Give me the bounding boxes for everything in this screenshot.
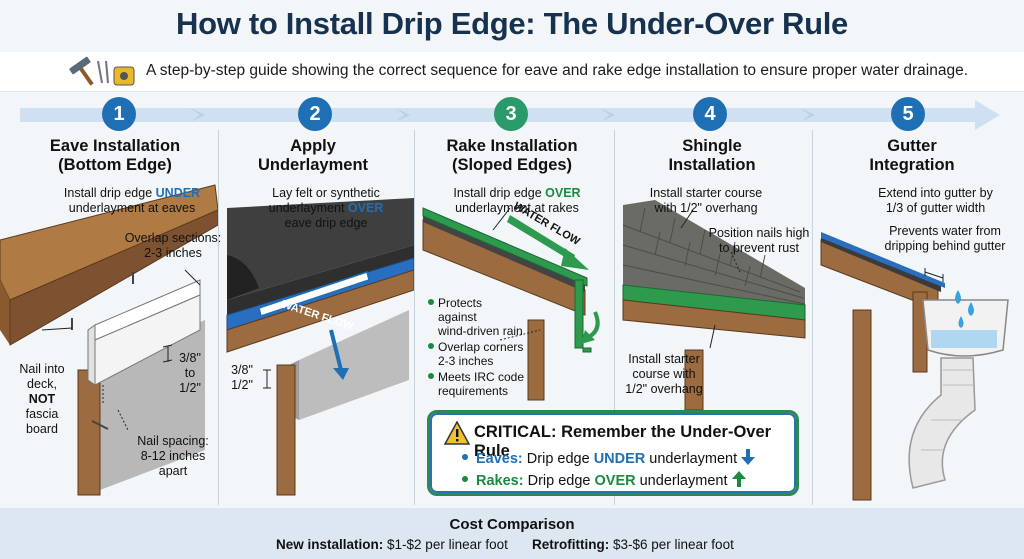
arrow-up-icon — [731, 471, 746, 489]
step-2-badge: 2 — [298, 97, 332, 131]
critical-heading: CRITICAL: Remember the Under-Over Rule — [474, 423, 772, 460]
list-item: Protects — [428, 296, 538, 310]
step-5-badge: 5 — [891, 97, 925, 131]
step-4-badge: 4 — [693, 97, 727, 131]
new-installation-cost: New installation: $1-$2 per linear foot — [276, 537, 508, 552]
shingle-installation-illustration — [622, 200, 806, 410]
column-divider — [414, 130, 415, 505]
step-1-note: Install drip edge UNDER underlayment at … — [63, 186, 201, 215]
step-2-gap-note: 3/8"1/2" — [231, 363, 253, 392]
step-3-title: Rake Installation(Sloped Edges) — [446, 137, 578, 174]
subtitle-bar: A step-by-step guide showing the correct… — [0, 52, 1024, 92]
critical-rule-box: CRITICAL: Remember the Under-Over Rule E… — [427, 410, 799, 496]
rakes-rule: Rakes: Drip edge OVER underlayment — [462, 471, 746, 489]
column-divider — [218, 130, 219, 505]
eaves-rule: Eaves: Drip edge UNDER underlayment — [462, 449, 756, 467]
column-divider — [812, 130, 813, 505]
step-3-note: Install drip edge OVER underlayment at r… — [453, 186, 581, 215]
water-droplet-icon — [955, 290, 974, 328]
step-3-badge: 3 — [494, 97, 528, 131]
page-title: How to Install Drip Edge: The Under-Over… — [175, 6, 848, 41]
retrofitting-cost: Retrofitting: $3-$6 per linear foot — [532, 537, 734, 552]
warning-triangle-icon — [443, 420, 471, 450]
eave-installation-illustration — [0, 184, 218, 496]
underlayment-illustration: WATER FLOW — [226, 198, 414, 496]
list-item: Overlap corners — [428, 340, 538, 354]
arrow-down-icon — [741, 449, 756, 467]
hammer-nails-tape-icon — [64, 55, 140, 94]
step-1-title: Eave Installation(Bottom Edge) — [49, 137, 181, 174]
column-divider — [614, 130, 615, 505]
gutter-integration-illustration — [820, 232, 1009, 501]
subtitle-text: A step-by-step guide showing the correct… — [146, 62, 969, 79]
step-2-note: Lay felt or synthetic underlayment OVER … — [268, 186, 384, 230]
cost-title: Cost Comparison — [449, 516, 575, 533]
rake-benefits-list: Protects against wind-driven rain Overla… — [428, 296, 538, 398]
overlap-note: Overlap sections:2-3 inches — [124, 231, 222, 260]
list-item: Meets IRC code — [428, 370, 538, 384]
step-1-badge: 1 — [102, 97, 136, 131]
cost-comparison-footer: Cost Comparison New installation: $1-$2 … — [0, 508, 1024, 559]
rake-installation-illustration: WATER FLOW — [422, 200, 600, 401]
